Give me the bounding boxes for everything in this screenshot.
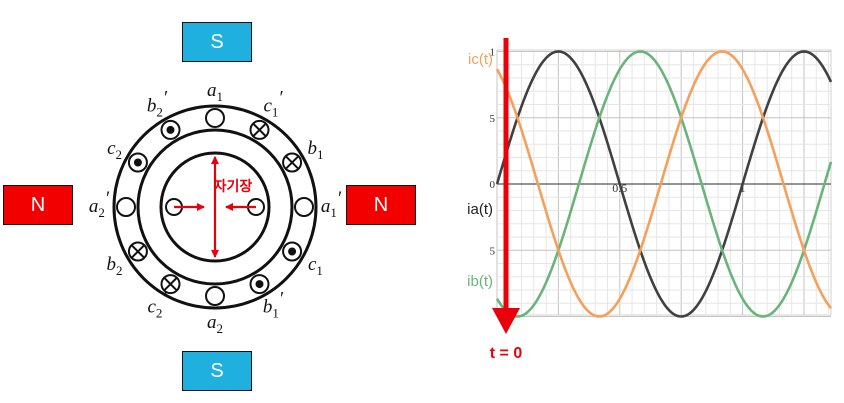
- series-line-iat: [495, 50, 833, 318]
- south-pole-top: S: [182, 22, 252, 62]
- field-arrows: [174, 156, 256, 258]
- rotor-outline: [159, 151, 271, 263]
- y-tick-label: 1: [490, 47, 496, 59]
- current-in-cross: [252, 123, 267, 137]
- coil-b1: b1: [282, 138, 323, 173]
- coil-c1: c1: [282, 241, 323, 278]
- coil-a2: a2: [205, 286, 225, 336]
- marker-label: t = 0: [490, 345, 523, 362]
- chart-grid: [496, 49, 832, 317]
- stator-inner-ring: [136, 128, 294, 286]
- coil-slot: [294, 197, 314, 217]
- north-pole-right: N: [346, 185, 416, 225]
- y-tick-label: 0: [490, 179, 496, 191]
- coil-c2p: c2′: [147, 274, 181, 320]
- series-line-ibt: [495, 50, 833, 318]
- current-out-dot: [166, 125, 175, 134]
- coil-label: a1: [207, 80, 223, 104]
- current-in-cross: [163, 277, 178, 291]
- pole-label: S: [210, 359, 224, 382]
- coil-label: a2′: [89, 188, 110, 220]
- current-out-dot: [133, 158, 142, 167]
- coil-b1p: b1′: [249, 274, 284, 320]
- coil-label: c1: [308, 254, 323, 278]
- coil-a1: a1: [205, 80, 225, 128]
- coil-label: b1: [307, 138, 323, 162]
- coil-label: c2′: [147, 288, 167, 320]
- current-in-cross: [131, 244, 145, 259]
- marker-arrowhead: [492, 308, 520, 334]
- t-zero-marker: t = 0: [490, 38, 523, 362]
- coil-label: b2′: [147, 88, 168, 120]
- coil-layer: a1 c1′ b1 a1′ c1 b1′ a2 c2′ b2 a2′ c2 b2′: [89, 80, 342, 336]
- series-line-ict: [495, 50, 833, 318]
- coil-label: c2: [107, 138, 122, 162]
- coil-label: c1′: [263, 88, 283, 120]
- coil-slot: [205, 286, 225, 306]
- coil-b2: b2: [107, 241, 148, 278]
- stator-outer-ring: [112, 104, 318, 310]
- y-tick-label: 5: [490, 113, 496, 125]
- coil-slot: [116, 197, 136, 217]
- coil-a2p: a2′: [89, 188, 136, 220]
- pole-label: N: [373, 193, 389, 216]
- coil-b2p: b2′: [147, 88, 181, 140]
- field-label: 자기장: [214, 178, 253, 195]
- pole-label: S: [210, 30, 224, 53]
- chart-curves: ia(t) ib(t) ic(t): [467, 50, 833, 318]
- south-pole-bottom: S: [182, 351, 252, 391]
- series-label: ic(t): [468, 51, 493, 68]
- north-pole-left: N: [3, 185, 73, 225]
- series-label: ib(t): [467, 273, 493, 290]
- current-in-cross: [285, 155, 299, 170]
- current-out-dot: [255, 280, 264, 289]
- current-out-dot: [288, 247, 297, 256]
- coil-label: a2: [207, 312, 223, 336]
- coil-label: b2: [107, 254, 123, 278]
- coil-label: b1′: [263, 288, 284, 320]
- coil-c1p: c1′: [249, 88, 283, 140]
- coil-slot: [205, 108, 225, 128]
- y-tick-label: 5: [490, 245, 496, 257]
- series-label: ia(t): [467, 201, 493, 218]
- pole-label: N: [30, 193, 46, 216]
- coil-a1p: a1′: [294, 188, 342, 220]
- coil-label: a1′: [321, 188, 342, 220]
- plot-area: [496, 49, 832, 316]
- coil-c2: c2: [107, 138, 148, 173]
